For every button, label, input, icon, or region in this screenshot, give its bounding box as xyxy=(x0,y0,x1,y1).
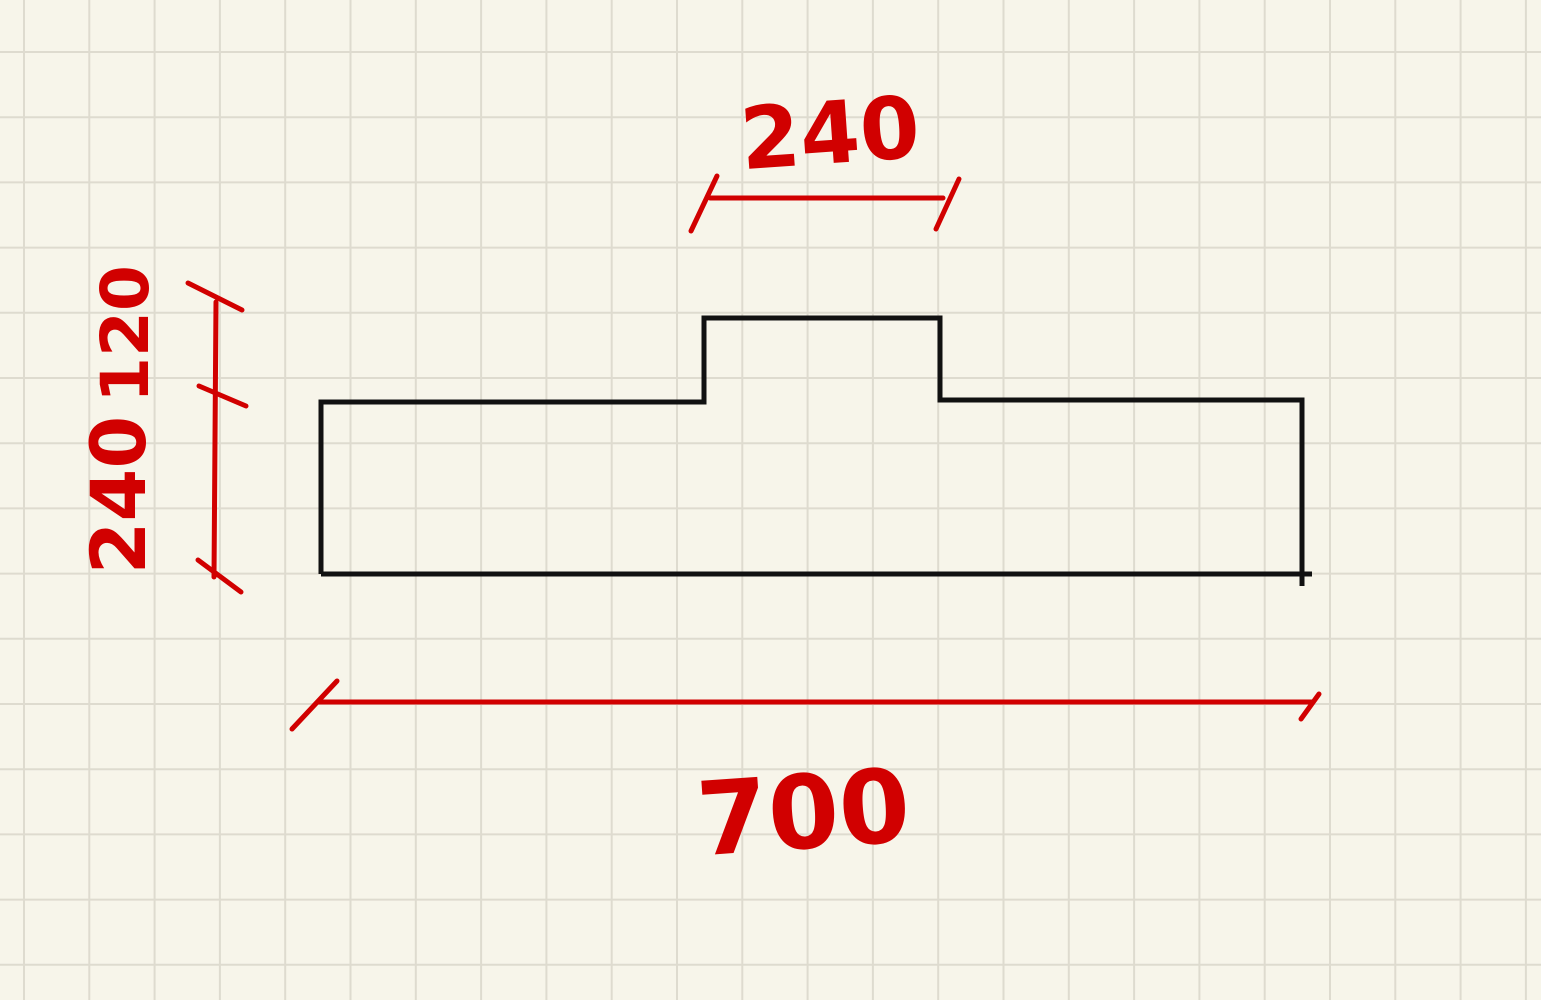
total-width-label: 700 xyxy=(693,747,914,881)
stepped-block-outline xyxy=(318,315,1305,577)
top-dimension-line xyxy=(688,173,962,234)
top-width-label: 240 xyxy=(737,78,923,190)
bottom-total-dimension-line xyxy=(289,678,1322,732)
left-vertical-dimension-line xyxy=(185,280,249,595)
left-height-label-120: 120 xyxy=(87,265,164,403)
left-height-label-240: 240 xyxy=(74,416,163,575)
